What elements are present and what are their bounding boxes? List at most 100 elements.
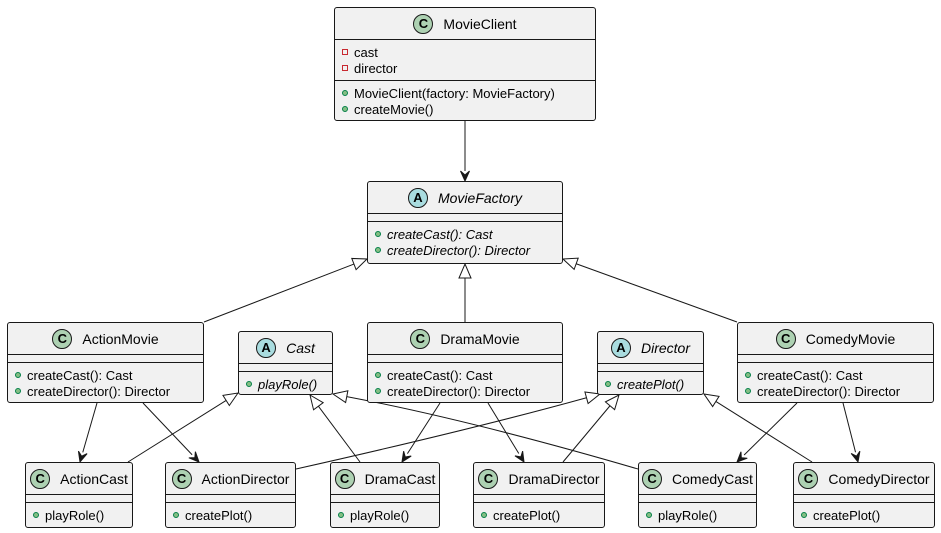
action-director-to-director-inheritance bbox=[295, 391, 602, 470]
drama-movie-to-drama-director-association bbox=[487, 402, 525, 464]
class-name: ComedyDirector bbox=[828, 470, 930, 487]
class-icon: C bbox=[171, 468, 192, 489]
method-text: createMovie() bbox=[354, 101, 434, 117]
relation-line bbox=[575, 263, 738, 323]
hollow-triangle-arrowhead bbox=[309, 393, 325, 411]
class-name: DramaCast bbox=[364, 470, 436, 487]
methods-section: createPlot() bbox=[474, 502, 604, 527]
method: createDirector(): Director bbox=[15, 383, 203, 399]
relation-line bbox=[715, 401, 813, 463]
drama-cast-to-cast-inheritance bbox=[309, 393, 361, 463]
method: createCast(): Cast bbox=[15, 367, 203, 383]
filled-arrowhead bbox=[77, 450, 88, 464]
method-text: createPlot() bbox=[185, 507, 253, 523]
public-visibility-icon bbox=[15, 388, 21, 394]
methods-section: createPlot() bbox=[166, 502, 295, 527]
hollow-triangle-arrowhead bbox=[331, 390, 349, 404]
class-icon: C bbox=[410, 328, 431, 349]
class-icon: C bbox=[775, 328, 796, 349]
class-name: ActionDirector bbox=[201, 470, 290, 487]
cast-class: A Cast playRole() bbox=[238, 331, 333, 395]
relation-line bbox=[562, 405, 611, 463]
methods-section: playRole() bbox=[26, 502, 132, 527]
hollow-triangle-arrowhead bbox=[561, 257, 579, 271]
public-visibility-icon bbox=[801, 512, 807, 518]
methods-section: playRole() bbox=[239, 371, 332, 396]
drama-director-to-director-inheritance bbox=[562, 394, 620, 463]
relation-line bbox=[295, 397, 587, 470]
method: createDirector(): Director bbox=[375, 242, 562, 258]
public-visibility-icon bbox=[15, 372, 21, 378]
abstract-class-icon: A bbox=[256, 337, 277, 358]
method: playRole() bbox=[246, 376, 332, 392]
public-visibility-icon bbox=[375, 247, 381, 253]
hollow-triangle-arrowhead bbox=[702, 393, 720, 408]
method: createMovie() bbox=[342, 101, 595, 117]
class-icon: C bbox=[30, 468, 51, 489]
relation-line bbox=[487, 402, 520, 454]
methods-section: createPlot() bbox=[598, 371, 703, 396]
action-cast-to-cast-inheritance bbox=[127, 392, 240, 463]
filled-arrowhead bbox=[514, 450, 525, 464]
comedy-movie-to-comedy-cast-association bbox=[736, 402, 798, 463]
fields-section bbox=[738, 354, 933, 362]
relation-line bbox=[317, 405, 361, 463]
fields-section bbox=[639, 494, 756, 502]
method: playRole() bbox=[338, 507, 439, 523]
method-text: createDirector(): Director bbox=[387, 383, 531, 399]
class-name: Cast bbox=[286, 339, 315, 356]
fields-section bbox=[368, 213, 562, 221]
field: cast bbox=[342, 44, 595, 60]
public-visibility-icon bbox=[173, 512, 179, 518]
drama-movie-to-movie-factory-inheritance bbox=[458, 262, 472, 322]
method: createCast(): Cast bbox=[375, 367, 562, 383]
filled-arrowhead bbox=[736, 451, 748, 463]
method: playRole() bbox=[646, 507, 756, 523]
hollow-triangle-arrowhead bbox=[222, 392, 240, 407]
method: createPlot() bbox=[801, 507, 934, 523]
public-visibility-icon bbox=[33, 512, 39, 518]
drama-movie-to-drama-cast-association bbox=[401, 402, 441, 464]
class-name: MovieFactory bbox=[437, 189, 523, 206]
method: createPlot() bbox=[481, 507, 604, 523]
class-name: ActionMovie bbox=[82, 330, 159, 347]
method-text: playRole() bbox=[658, 507, 718, 523]
public-visibility-icon bbox=[605, 381, 611, 387]
hollow-triangle-arrowhead bbox=[351, 257, 369, 271]
class-name: ComedyMovie bbox=[805, 330, 896, 347]
field-text: cast bbox=[354, 44, 378, 60]
method-text: createDirector(): Director bbox=[387, 242, 531, 258]
method-text: createDirector(): Director bbox=[757, 383, 901, 399]
method-text: createCast(): Cast bbox=[27, 367, 133, 383]
fields-section bbox=[239, 363, 332, 371]
field: director bbox=[342, 60, 595, 76]
fields-section bbox=[8, 354, 203, 362]
relation-line bbox=[346, 396, 639, 470]
class-icon: C bbox=[334, 468, 355, 489]
public-visibility-icon bbox=[375, 231, 381, 237]
class-icon: C bbox=[52, 328, 73, 349]
abstract-class-icon: A bbox=[610, 337, 631, 358]
class-icon: C bbox=[413, 13, 434, 34]
method: MovieClient(factory: MovieFactory) bbox=[342, 85, 595, 101]
comedy-movie-to-comedy-director-association bbox=[842, 402, 861, 464]
public-visibility-icon bbox=[338, 512, 344, 518]
fields-section bbox=[26, 494, 132, 502]
fields-section bbox=[368, 354, 562, 362]
methods-section: createPlot() bbox=[794, 502, 934, 527]
fields-section bbox=[166, 494, 295, 502]
method: createDirector(): Director bbox=[375, 383, 562, 399]
comedy-movie-to-movie-factory-inheritance bbox=[561, 257, 738, 323]
